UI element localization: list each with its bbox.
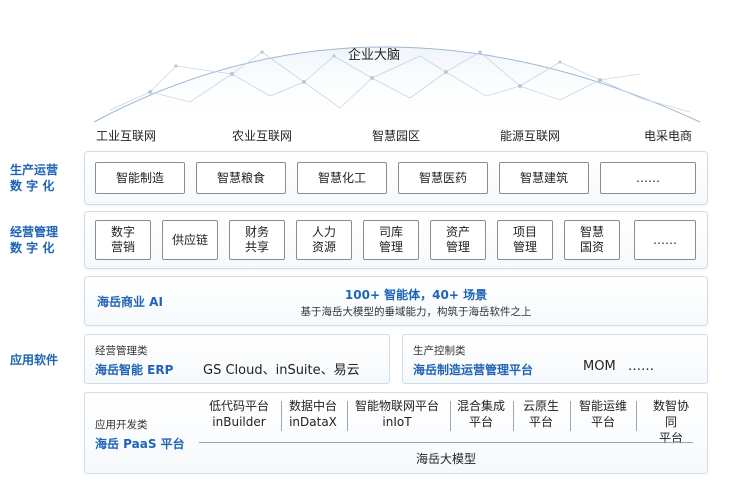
business-ai-name: 海岳商业 AI — [97, 295, 163, 309]
production-item: 智慧化工 — [297, 162, 387, 194]
paas-category: 应用开发类 — [95, 419, 148, 431]
management-band: 数字 营销 供应链 财务 共享 人力 资源 司库 管理 资产 管理 项目 管理 … — [84, 211, 708, 269]
paas-tool: 混合集成 平台 — [456, 399, 506, 429]
paas-tool: 云原生 平台 — [522, 399, 560, 429]
industry-label: 能源互联网 — [499, 129, 561, 143]
management-item: 司库 管理 — [363, 220, 419, 260]
erp-product-list: GS Cloud、inSuite、易云 — [203, 363, 360, 378]
mom-product: 海岳制造运营管理平台 — [413, 363, 534, 377]
paas-tool: 智能物联网平台 inIoT — [354, 399, 440, 429]
production-item: 智慧医药 — [398, 162, 488, 194]
model-divider — [199, 442, 693, 443]
business-ai-subline: 基于海岳大模型的垂域能力，构筑于海岳软件之上 — [300, 306, 532, 318]
haiyue-model-label: 海岳大模型 — [415, 452, 476, 466]
business-ai-headline: 100+ 智能体，40+ 场景 — [344, 288, 488, 302]
tool-divider — [513, 401, 514, 431]
production-item: 智慧建筑 — [499, 162, 589, 194]
management-item: 数字 营销 — [95, 220, 151, 260]
industry-label: 电采电商 — [643, 129, 693, 143]
paas-panel: 应用开发类 海岳 PaaS 平台 低代码平台 inBuilder 数据中台 in… — [84, 392, 708, 474]
paas-product: 海岳 PaaS 平台 — [95, 437, 185, 451]
business-ai-band: 海岳商业 AI 100+ 智能体，40+ 场景 基于海岳大模型的垂域能力，构筑于… — [84, 276, 708, 326]
industry-row: 工业互联网 农业互联网 智慧园区 能源互联网 电采电商 — [84, 127, 714, 143]
enterprise-brain-dome — [93, 46, 701, 123]
tool-divider — [450, 401, 451, 431]
tool-divider — [570, 401, 571, 431]
production-side-label: 生产运营 数 字 化 — [10, 163, 59, 193]
management-item: 项目 管理 — [497, 220, 553, 260]
management-item: 人力 资源 — [296, 220, 352, 260]
tool-divider — [281, 401, 282, 431]
management-item: 资产 管理 — [430, 220, 486, 260]
industry-label: 工业互联网 — [95, 129, 157, 143]
management-side-label: 经营管理 数 字 化 — [10, 225, 59, 255]
erp-category: 经营管理类 — [95, 345, 148, 357]
production-band: 智能制造 智慧粮食 智慧化工 智慧医药 智慧建筑 …… — [84, 151, 708, 205]
tool-divider — [347, 401, 348, 431]
management-item: 智慧 国资 — [564, 220, 620, 260]
management-item: 财务 共享 — [229, 220, 285, 260]
paas-tool: 低代码平台 inBuilder — [208, 399, 270, 429]
production-item: 智慧粮食 — [196, 162, 286, 194]
industry-label: 智慧园区 — [371, 129, 421, 143]
industry-label: 农业互联网 — [231, 129, 293, 143]
mom-category: 生产控制类 — [413, 345, 466, 357]
production-item-more: …… — [600, 162, 696, 194]
paas-tool: 数据中台 inDataX — [288, 399, 338, 429]
erp-panel: 经营管理类 海岳智能 ERP GS Cloud、inSuite、易云 — [84, 334, 390, 384]
management-item: 供应链 — [162, 220, 218, 260]
software-side-label: 应用软件 — [10, 353, 59, 367]
mom-panel: 生产控制类 海岳制造运营管理平台 MOM …… — [402, 334, 708, 384]
tool-divider — [636, 401, 637, 431]
enterprise-brain-label: 企业大脑 — [347, 48, 400, 63]
paas-tool: 数智协同 平台 — [653, 399, 690, 445]
production-item: 智能制造 — [95, 162, 185, 194]
mom-product-list: MOM …… — [583, 359, 655, 374]
management-item-more: …… — [634, 220, 696, 260]
erp-product: 海岳智能 ERP — [95, 363, 174, 377]
paas-tool: 智能运维 平台 — [578, 399, 628, 429]
